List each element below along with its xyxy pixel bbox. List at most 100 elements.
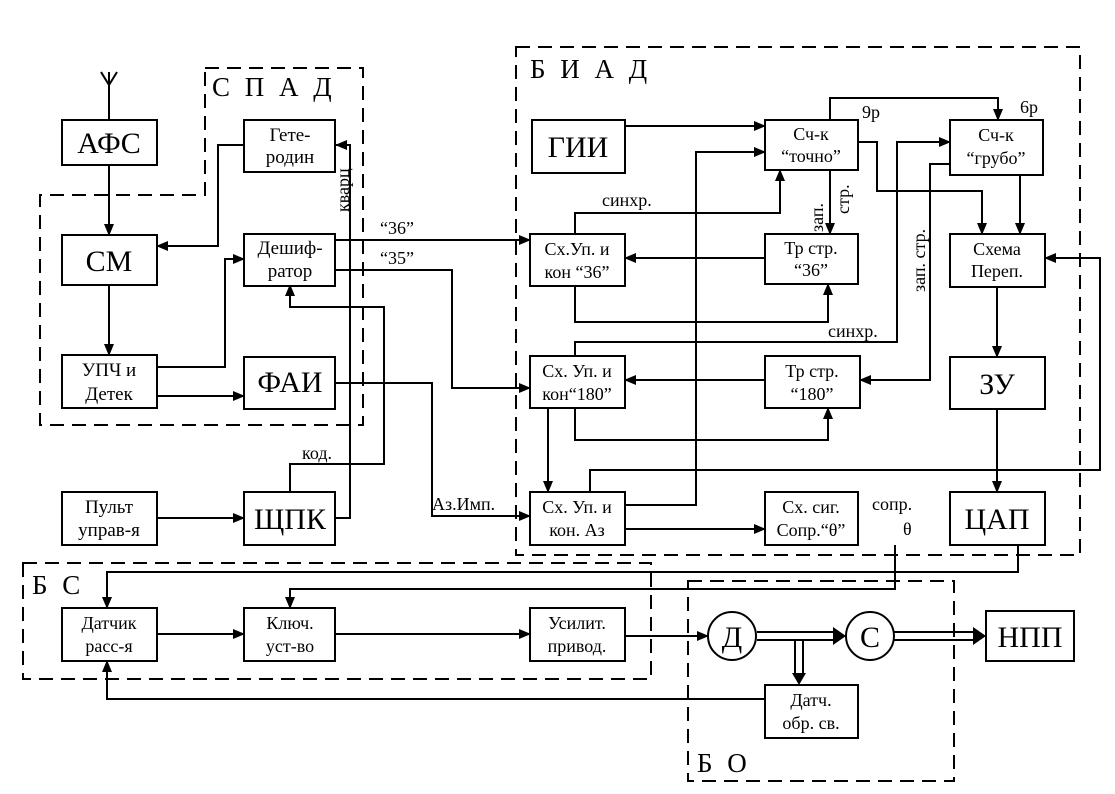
antenna-icon [100, 71, 118, 87]
sch-grubo-label-line2: “грубо” [966, 148, 1025, 168]
biad-group-label: Б И А Д [530, 54, 651, 84]
sinhr-top-label: синхр. [602, 190, 652, 210]
signal-9p-label: 9р [862, 102, 880, 122]
d-to-c-arrowhead [833, 627, 846, 645]
tr-36-label-line2: “36” [794, 260, 828, 280]
signal-35-label: “35” [380, 248, 414, 268]
sch-tochno-label-line1: Сч-к [793, 124, 829, 144]
upch-to-deshifrator-arrow [157, 254, 245, 368]
pult-block: Пульт управ-я [61, 491, 158, 546]
sch-grubo-block: Сч-к “грубо” [949, 119, 1044, 176]
cap-to-datchik-arrow [102, 545, 1019, 609]
d-label: Д [722, 621, 742, 654]
kvarc-label: кварц [333, 168, 353, 212]
geterodin-label-line1: Гете- [269, 125, 310, 146]
bs-group-label: Б С [32, 570, 84, 600]
tochno-to-grubo-arrow [829, 97, 1003, 121]
sch-tochno-label-line2: “точно” [781, 146, 841, 166]
az-to-perep-arrow [589, 253, 1101, 492]
sinhr-to-grubo-arrow [574, 137, 951, 356]
usilit-label-line2: привод. [548, 636, 607, 656]
klyuch-block: Ключ. уст-во [243, 607, 336, 662]
connections [100, 71, 1101, 700]
sxema-perep-label-line2: Переп. [971, 261, 1023, 281]
sch-grubo-label-line1: Сч-к [978, 125, 1014, 145]
sx-up-180-label-line2: кон“180” [542, 384, 611, 404]
az-imp-label: Аз.Имп. [432, 494, 495, 514]
signal-35-arrow [335, 269, 531, 393]
datch-obr-label-line2: обр. св. [782, 713, 839, 733]
sx-up-36-label-line2: кон “36” [545, 262, 610, 282]
geterodin-to-sm-arrow [156, 144, 244, 251]
upch-block: УПЧ и Детек [61, 354, 158, 409]
cap-label: ЦАП [965, 503, 1030, 536]
gii-label: ГИИ [548, 131, 609, 164]
spad-group-outline [39, 67, 364, 426]
tr-36-label-line1: Тр стр. [784, 238, 837, 258]
bo-group-outline [687, 580, 955, 782]
tr-180-label-line2: “180” [791, 384, 834, 404]
c-to-npp-arrowhead [973, 627, 986, 645]
tr-180-label-line1: Тр стр. [785, 361, 838, 381]
feedback-to-datchik-arrow [102, 660, 765, 700]
sopr-to-klyuch-arrow [285, 545, 896, 609]
zu-label: ЗУ [979, 368, 1015, 401]
sopr-label: сопр. [872, 494, 912, 514]
usilit-block: Усилит. привод. [529, 607, 626, 662]
d-motor-block: Д [707, 611, 757, 661]
tr-180-block: Тр стр. “180” [764, 355, 861, 409]
sinhr-to-tochno-arrow [574, 169, 785, 234]
bo-group-label: Б О [697, 748, 751, 778]
sx-up-az-block: Сх. Уп. и кон. Аз [529, 491, 626, 546]
az-imp-arrow [335, 382, 531, 521]
sm-block: СМ [61, 234, 158, 286]
datchik-rass-label-line2: расс-я [85, 636, 132, 656]
deshifrator-block: Дешиф- ратор [243, 233, 336, 287]
datchik-rass-label-line1: Датчик [81, 613, 136, 633]
sxup180-to-tr180-arrow [574, 407, 833, 441]
sx-sig-label-line2: Сопр.“θ” [777, 520, 846, 540]
sxema-perep-label-line1: Схема [973, 239, 1021, 259]
sx-up-180-label-line1: Сх. Уп. и [542, 361, 612, 381]
bs-group-outline [22, 562, 652, 680]
afs-block: АФС [61, 119, 158, 166]
c-label: С [860, 621, 880, 654]
kvarc-arrow [335, 140, 351, 519]
c-block: С [845, 611, 895, 661]
kod-label: код. [302, 443, 332, 463]
biad-group-outline [515, 46, 1081, 556]
tr-36-block: Тр стр. “36” [764, 233, 859, 285]
afs-label: АФС [77, 127, 141, 160]
az-to-tochno-arrow [625, 147, 766, 506]
npp-block: НПП [985, 610, 1075, 662]
shaft-down-arrowhead [792, 673, 806, 685]
upch-label-line1: УПЧ и [82, 360, 136, 381]
zap-label: зап. [807, 203, 827, 232]
deshifrator-label-line2: ратор [268, 261, 313, 282]
zu-block: ЗУ [949, 356, 1046, 410]
datch-obr-label-line1: Датч. [790, 690, 831, 710]
usilit-label-line1: Усилит. [548, 613, 606, 633]
datch-obr-block: Датч. обр. св. [764, 684, 859, 739]
gii-block: ГИИ [531, 119, 626, 174]
sx-up-36-label-line1: Сх.Уп. и [545, 239, 610, 259]
sch-tochno-block: Сч-к “точно” [764, 119, 859, 171]
klyuch-label-line2: уст-во [266, 636, 314, 656]
geterodin-label-line2: родин [266, 147, 314, 168]
npp-label: НПП [998, 621, 1063, 654]
fai-label: ФАИ [257, 366, 322, 399]
datchik-rass-block: Датчик расс-я [61, 607, 158, 662]
fai-block: ФАИ [243, 356, 336, 410]
sinhr-to-tr36-arrow [574, 283, 833, 323]
kod-arrow [285, 284, 385, 492]
sx-up-36-block: Сх.Уп. и кон “36” [529, 233, 626, 287]
zap-str-label: зап. стр. [909, 229, 929, 292]
sx-sig-label-line1: Сх. сиг. [782, 497, 839, 517]
tochno-to-perep-arrow [858, 141, 987, 235]
shpk-block: ЩПК [243, 491, 336, 546]
sm-label: СМ [86, 245, 133, 278]
pult-label-line1: Пульт [85, 497, 134, 518]
cap-block: ЦАП [949, 491, 1046, 546]
spad-group-label: С П А Д [212, 72, 336, 102]
